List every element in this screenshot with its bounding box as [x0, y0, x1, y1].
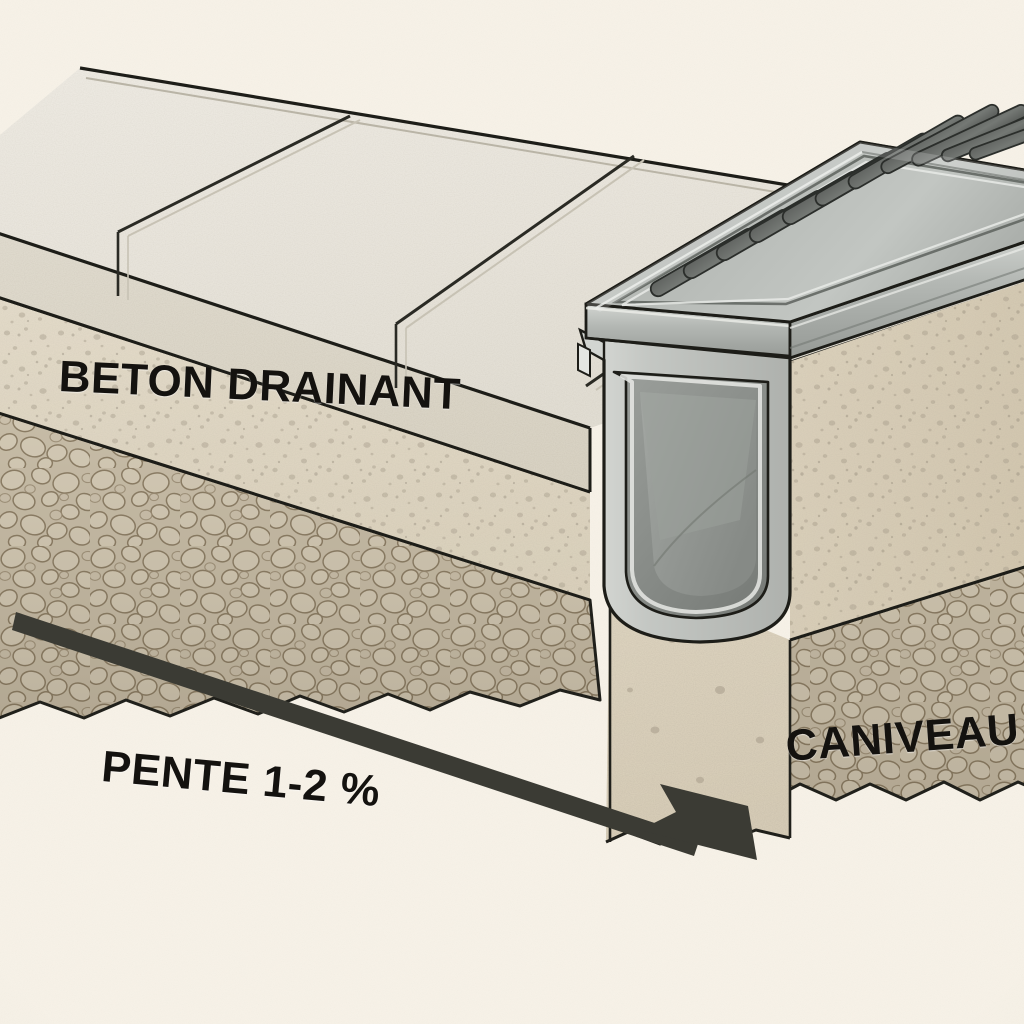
slope-arrow: [12, 612, 757, 860]
channel-cross-section: [584, 336, 792, 644]
grate-top-plate[interactable]: [584, 102, 1024, 324]
caniveau-drainage-channel[interactable]: [577, 102, 1024, 644]
grate-slots: [649, 103, 1024, 298]
